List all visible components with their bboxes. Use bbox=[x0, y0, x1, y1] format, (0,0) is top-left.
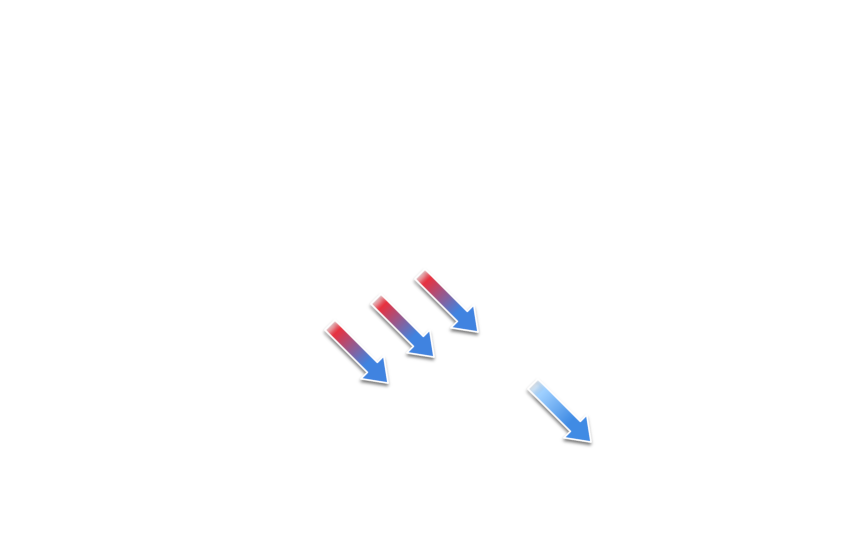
arrow-down-right-icon bbox=[370, 293, 435, 358]
arrow-down-right-icon bbox=[414, 268, 479, 333]
arrow-down-right-icon bbox=[527, 378, 592, 443]
arrow-down-right-icon bbox=[324, 319, 389, 384]
